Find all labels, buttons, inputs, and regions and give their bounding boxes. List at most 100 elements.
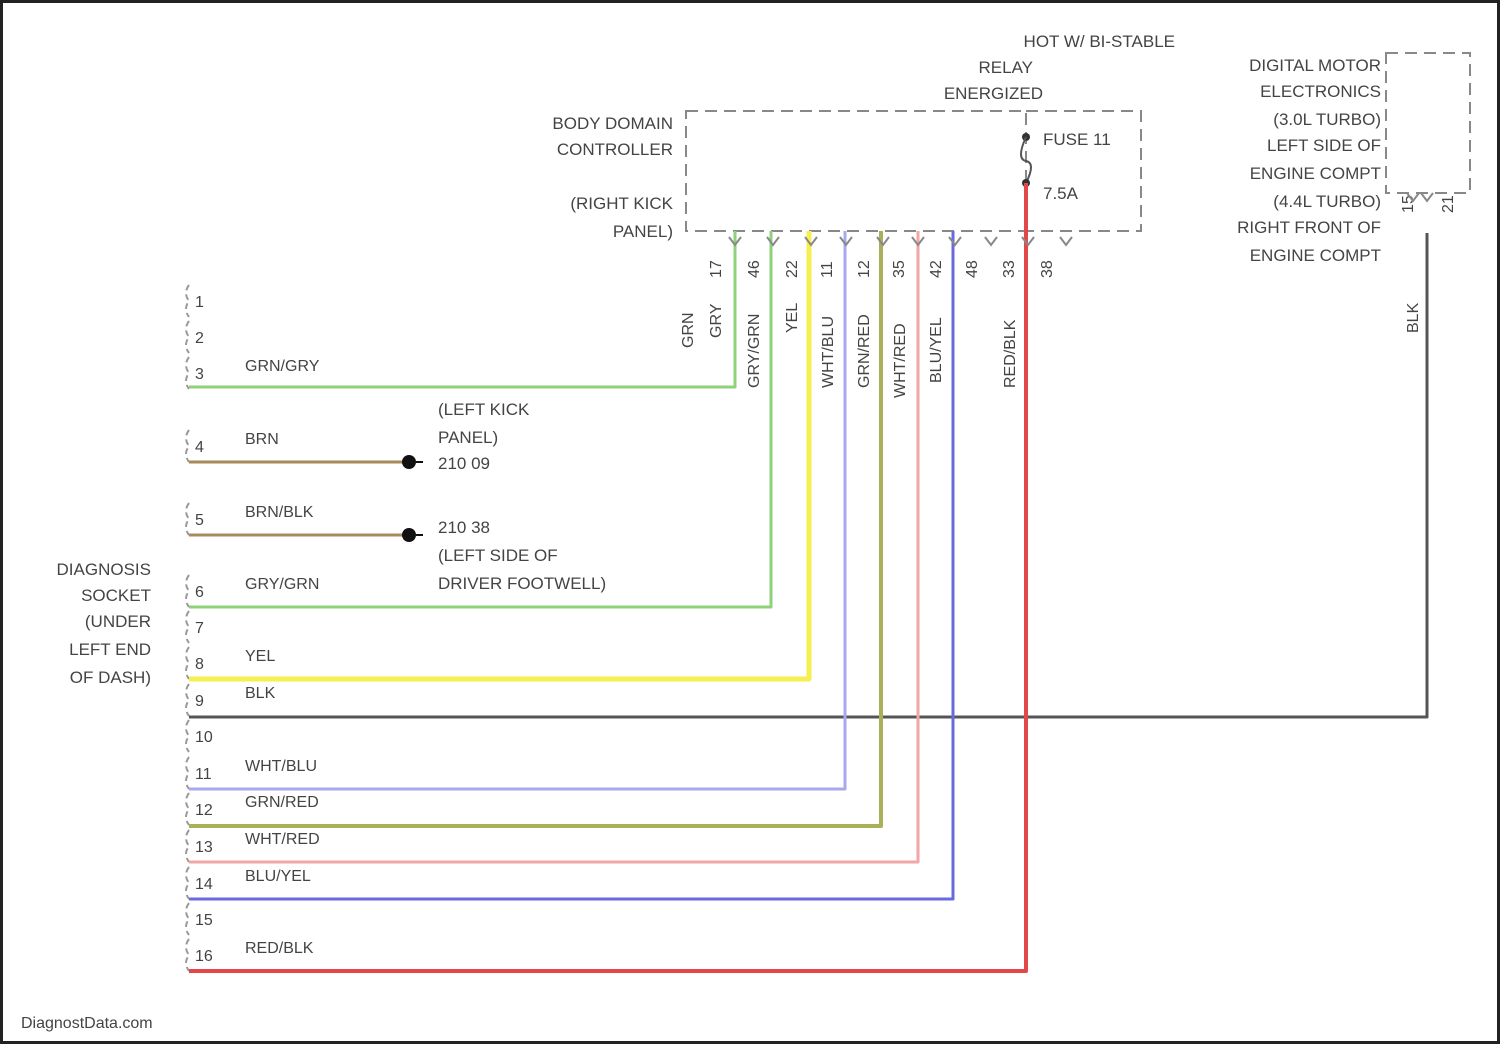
dme-label-line4: LEFT SIDE OF xyxy=(1267,136,1381,155)
socket-bracket-5 xyxy=(186,503,189,535)
socket-bracket-14 xyxy=(186,867,189,899)
socket-wire-label-5: BRN/BLK xyxy=(245,504,314,521)
bdc-wire-label-2: GRY xyxy=(708,303,725,338)
socket-wire-label-8: YEL xyxy=(245,648,275,665)
bdc-name-line2: CONTROLLER xyxy=(557,140,673,159)
socket-wire-label-4: BRN xyxy=(245,431,279,448)
relay-label-line1: HOT W/ BI-STABLE xyxy=(1024,32,1175,51)
bdc-pin-35: 35 xyxy=(891,260,908,278)
wires xyxy=(189,183,1433,971)
socket-wire-label-14: BLU/YEL xyxy=(245,868,311,885)
socket-bracket-7 xyxy=(186,611,189,643)
bdc-wire-label-6: GRN/RED xyxy=(856,314,873,388)
socket-pin-13: 13 xyxy=(195,839,213,856)
fuse-rating: 7.5A xyxy=(1043,184,1079,203)
wire-yel xyxy=(189,231,809,679)
dme-wire-label: BLK xyxy=(1405,302,1422,333)
dme-label-line5: ENGINE COMPT xyxy=(1250,164,1381,183)
bdc-name-line1: BODY DOMAIN xyxy=(552,114,673,133)
bdc-wire-label-3: GRY/GRN xyxy=(746,314,763,388)
socket-pin-10: 10 xyxy=(195,729,213,746)
bdc-wire-label-7: WHT/RED xyxy=(892,323,909,398)
wire-grn-red xyxy=(189,231,881,826)
socket-wire-label-13: WHT/RED xyxy=(245,831,320,848)
bdc-pin-12: 12 xyxy=(856,260,873,278)
bdc-terminal-42 xyxy=(949,237,961,245)
fuse-name: FUSE 11 xyxy=(1043,130,1111,149)
socket-wire-label-16: RED/BLK xyxy=(245,940,314,957)
bdc-pin-38: 38 xyxy=(1039,260,1056,278)
dme-label-line7: RIGHT FRONT OF xyxy=(1237,218,1381,237)
relay-label-line3: ENERGIZED xyxy=(944,84,1043,103)
socket-wire-label-9: BLK xyxy=(245,685,276,702)
ground-g1-line2: PANEL) xyxy=(438,428,498,447)
bdc-wire-label-1: GRN xyxy=(680,312,697,348)
bdc-pin-48: 48 xyxy=(964,260,981,278)
diag-socket-label-line1: DIAGNOSIS xyxy=(57,560,151,579)
bdc-wire-label-9: RED/BLK xyxy=(1002,319,1019,388)
socket-pin-8: 8 xyxy=(195,656,204,673)
socket-pin-9: 9 xyxy=(195,693,204,710)
ground-g1-line1: (LEFT KICK xyxy=(438,400,530,419)
socket-bracket-8 xyxy=(186,647,189,679)
ground-dot-g2 xyxy=(402,528,416,542)
bdc-pin-22: 22 xyxy=(784,260,801,278)
ground-g2-line1: (LEFT SIDE OF xyxy=(438,546,558,565)
socket-bracket-15 xyxy=(186,903,189,935)
dme-terminal-b xyxy=(1421,193,1433,201)
socket-bracket-2 xyxy=(186,321,189,353)
socket-bracket-6 xyxy=(186,575,189,607)
bdc-wire-label-5: WHT/BLU xyxy=(820,316,837,388)
dme-pin-b: 21 xyxy=(1440,195,1457,213)
dme-label-line2: ELECTRONICS xyxy=(1260,82,1381,101)
socket-pin-12: 12 xyxy=(195,802,213,819)
socket-pin-11: 11 xyxy=(195,766,212,783)
bdc-pin-11: 11 xyxy=(819,261,836,278)
socket-bracket-12 xyxy=(186,793,189,825)
dme-label-line6: (4.4L TURBO) xyxy=(1273,192,1381,211)
dme-module-box xyxy=(1386,53,1470,193)
socket-bracket-3 xyxy=(186,357,189,389)
diag-socket-label-line4: LEFT END xyxy=(69,640,151,659)
bdc-pin-17: 17 xyxy=(708,260,725,278)
socket-pin-1: 1 xyxy=(195,294,204,311)
socket-bracket-16 xyxy=(186,939,189,971)
bdc-pin-33: 33 xyxy=(1001,260,1018,278)
socket-pin-15: 15 xyxy=(195,912,213,929)
fuse-box xyxy=(1026,111,1141,231)
bdc-terminal-48 xyxy=(985,237,997,245)
bdc-module-box xyxy=(686,111,1026,231)
socket-wire-label-3: GRN/GRY xyxy=(245,358,320,375)
dme-label-line1: DIGITAL MOTOR xyxy=(1249,56,1381,75)
socket-pin-6: 6 xyxy=(195,584,204,601)
socket-bracket-1 xyxy=(186,285,189,317)
dme-label-line3: (3.0L TURBO) xyxy=(1273,110,1381,129)
bdc-terminal-46 xyxy=(767,237,779,245)
bdc-terminal-38 xyxy=(1060,237,1072,245)
ground-g2-id: 210 38 xyxy=(438,518,490,537)
diag-socket-label-line3: (UNDER xyxy=(85,612,151,631)
bdc-wire-label-8: BLU/YEL xyxy=(928,317,945,383)
socket-bracket-10 xyxy=(186,720,189,752)
diagram-svg: BODY DOMAIN CONTROLLER (RIGHT KICK PANEL… xyxy=(3,3,1500,1044)
socket-pin-14: 14 xyxy=(195,876,213,893)
bdc-wire-label-4: YEL xyxy=(784,303,801,333)
bdc-location-line1: (RIGHT KICK xyxy=(570,194,673,213)
socket-pin-3: 3 xyxy=(195,366,204,383)
relay-label-line2: RELAY xyxy=(979,58,1034,77)
socket-wire-label-11: WHT/BLU xyxy=(245,758,317,775)
ground-g2-line2: DRIVER FOOTWELL) xyxy=(438,574,606,593)
socket-wire-label-12: GRN/RED xyxy=(245,794,319,811)
diag-socket-label-line2: SOCKET xyxy=(81,586,151,605)
bdc-location-line2: PANEL) xyxy=(613,222,673,241)
socket-pin-4: 4 xyxy=(195,439,204,456)
socket-pin-16: 16 xyxy=(195,948,213,965)
socket-connector-brackets xyxy=(186,285,189,971)
socket-bracket-9 xyxy=(186,684,189,716)
socket-pin-7: 7 xyxy=(195,620,204,637)
bdc-pin-42: 42 xyxy=(928,260,945,278)
dme-label-line8: ENGINE COMPT xyxy=(1250,246,1381,265)
ground-dot-g1 xyxy=(402,455,416,469)
